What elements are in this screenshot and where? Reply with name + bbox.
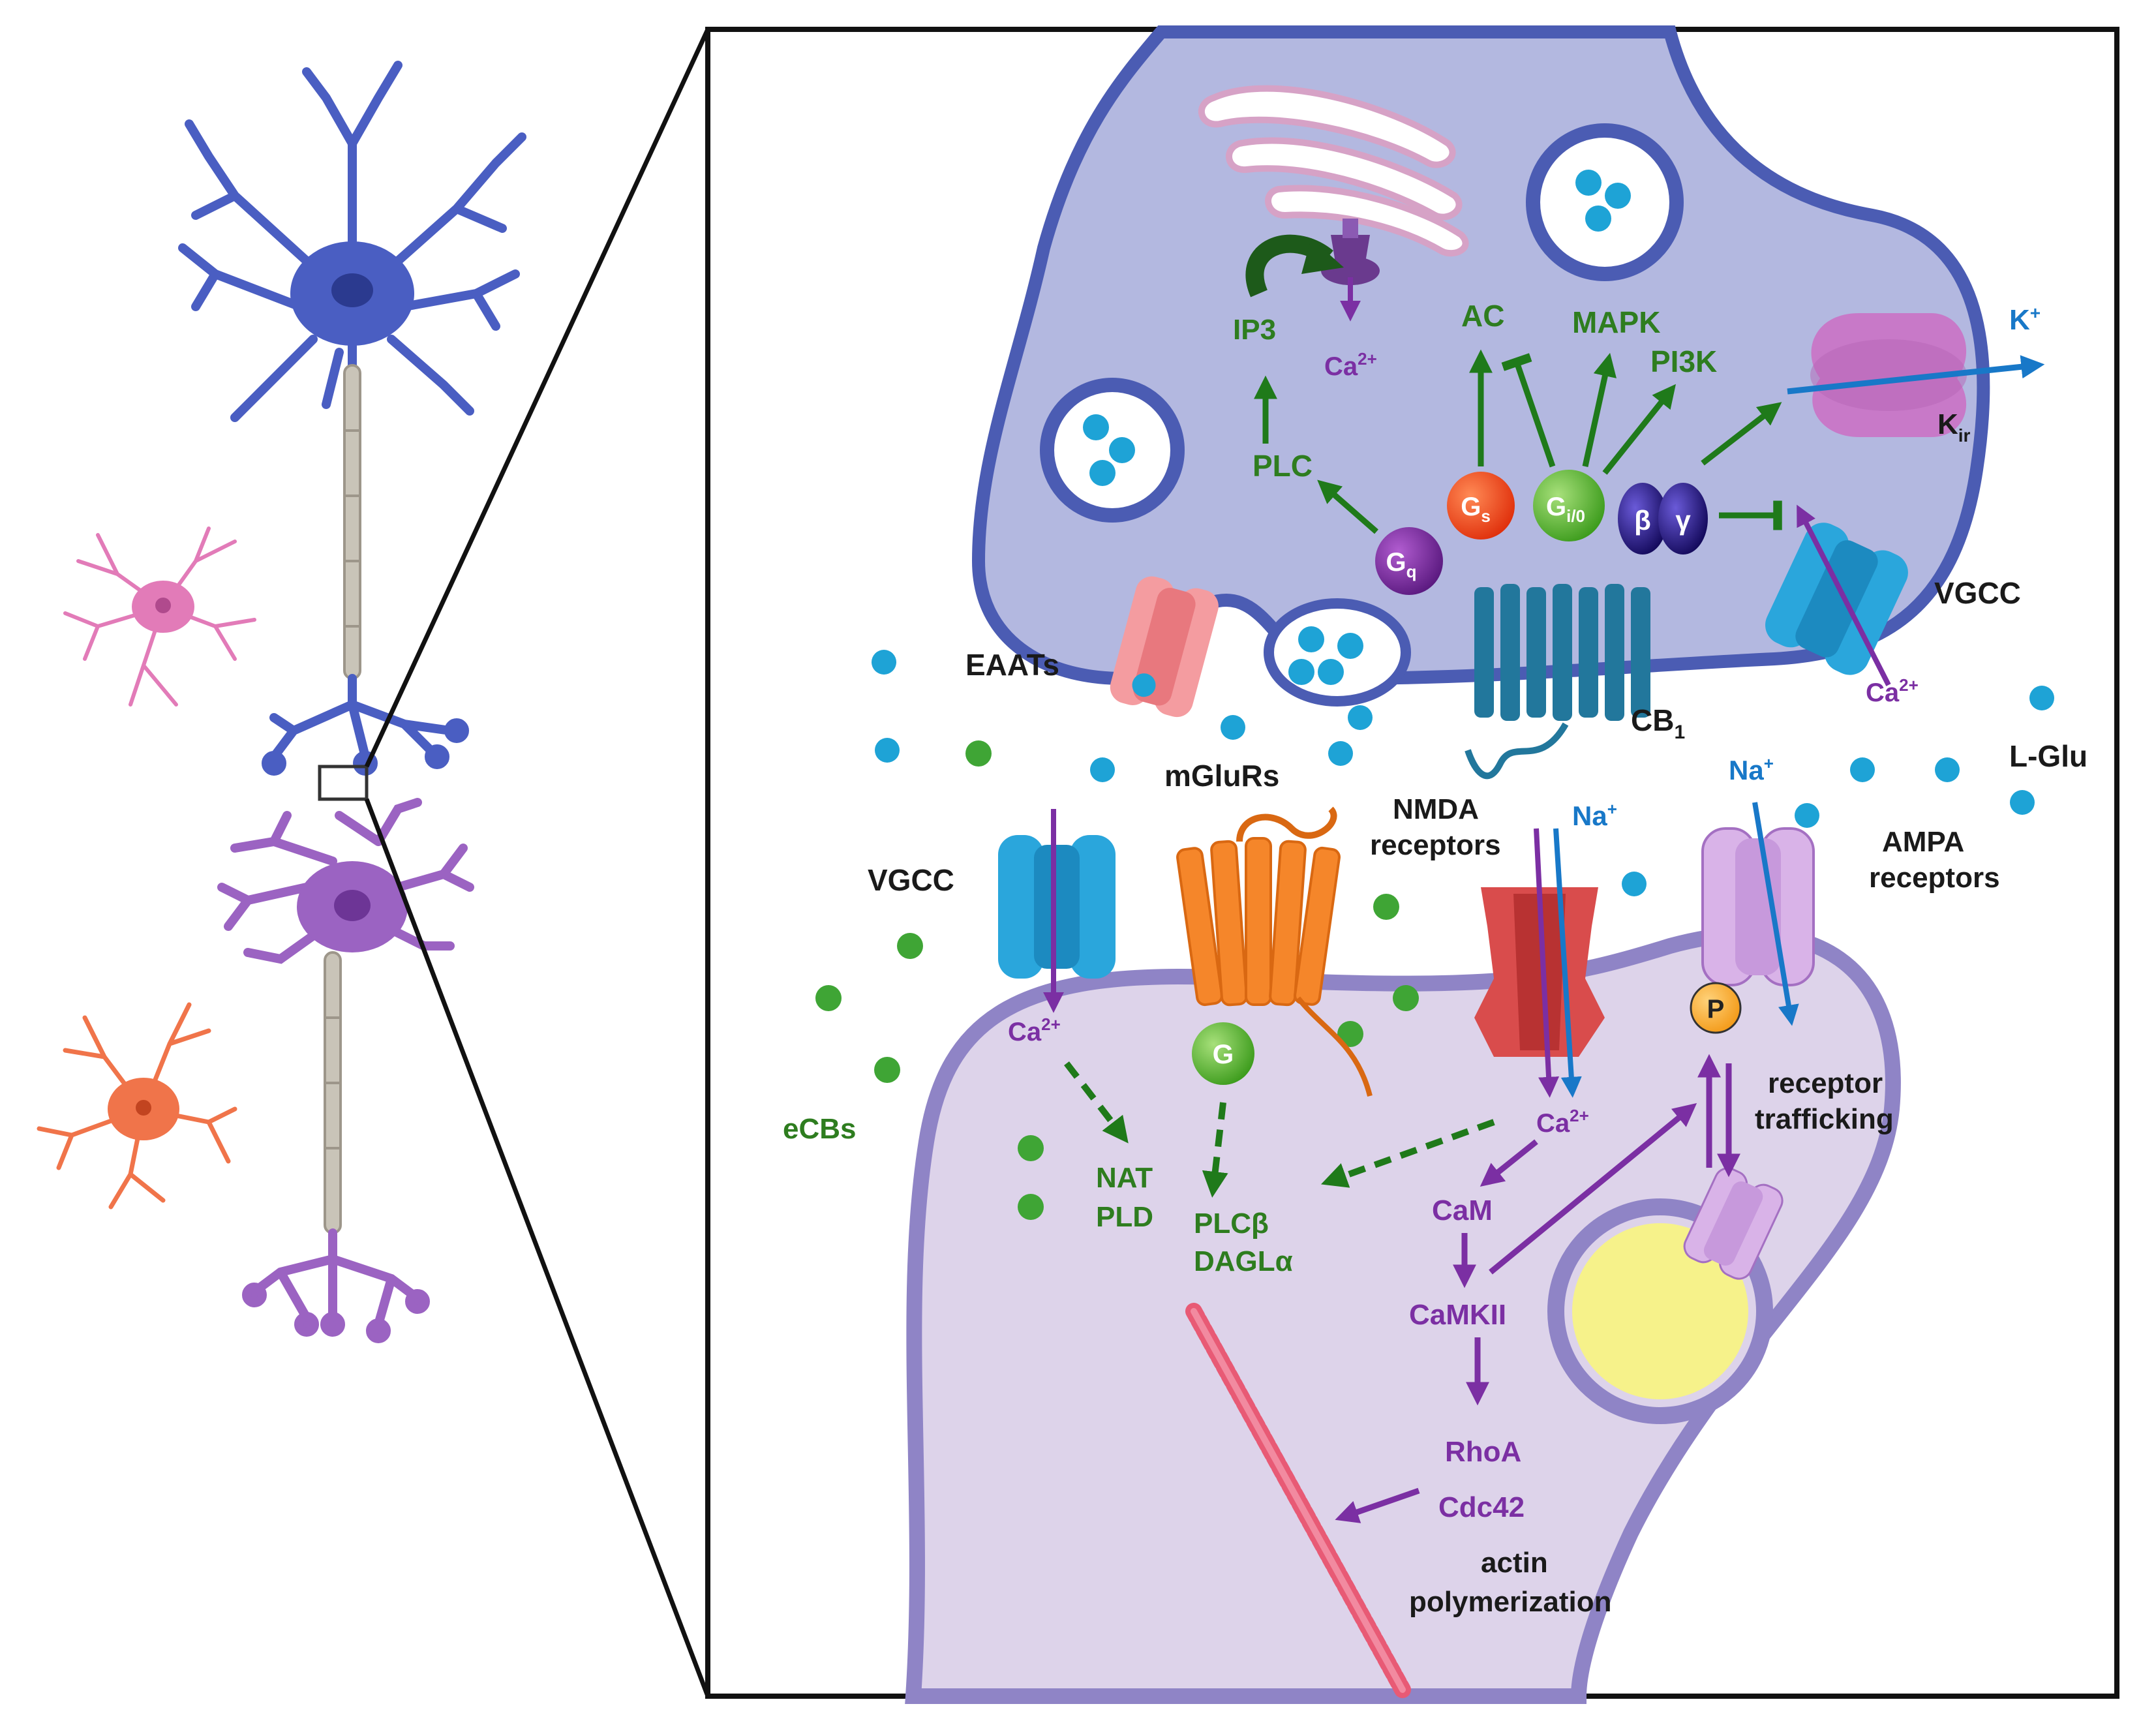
svg-text:Gi/0: Gi/0	[1546, 493, 1585, 526]
post-vgcc-ca-label: Ca2+	[1008, 1014, 1061, 1046]
ampa-na-arrow	[1752, 802, 1799, 1026]
presynaptic-green-arrows	[1254, 349, 1782, 534]
nmda-ca-label: Ca2+	[1536, 1106, 1589, 1138]
post-vgcc-label: VGCC	[868, 863, 954, 897]
kir-label: Kir	[1937, 408, 1971, 446]
svg-text:γ: γ	[1675, 505, 1691, 536]
cdc42-label: Cdc42	[1438, 1491, 1525, 1523]
postsynaptic-neuron-icon	[217, 798, 474, 964]
actin-polymerization-label: polymerization	[1409, 1586, 1612, 1618]
mglur-receptor-icon	[1176, 806, 1373, 1097]
camkii-label: CaMKII	[1409, 1299, 1506, 1331]
actin-filament-icon	[1185, 1303, 1411, 1698]
vesicle-left	[1040, 378, 1185, 523]
beta-gamma-subunit: β γ	[1618, 483, 1708, 555]
svg-text:G: G	[1213, 1039, 1234, 1069]
receptor-trafficking-label: receptor	[1768, 1067, 1883, 1099]
zoom-box	[318, 765, 369, 801]
gs-protein: Gs	[1447, 472, 1515, 540]
plcb-label: PLCβ	[1194, 1208, 1269, 1240]
kir-channel-icon	[1810, 313, 1967, 437]
svg-text:P: P	[1707, 995, 1725, 1024]
svg-text:Gs: Gs	[1461, 493, 1491, 526]
postsynaptic-vgcc-icon	[998, 835, 1116, 979]
postsynaptic-purple-arrows	[1335, 1103, 1697, 1523]
presynaptic-ca-influx-arrow	[1797, 504, 1891, 686]
k-label: K+	[2009, 303, 2041, 336]
svg-text:Gq: Gq	[1386, 548, 1416, 581]
nmda-receptors-label: receptors	[1370, 829, 1501, 861]
gq-protein: Gq	[1375, 527, 1443, 595]
actin-label: actin	[1481, 1547, 1548, 1579]
nmda-na-arrow	[1553, 828, 1582, 1098]
ampa-label: AMPA	[1882, 826, 1964, 858]
ip3-ca-label: Ca2+	[1324, 349, 1377, 381]
na-ampa-label: Na+	[1729, 753, 1774, 785]
pi3k-label: PI3K	[1650, 344, 1717, 378]
postsynaptic-terminal-icon	[242, 1228, 430, 1343]
fusing-vesicle-glutamate	[1288, 626, 1363, 685]
na-nmda-label: Na+	[1572, 799, 1617, 831]
trafficking-arrows	[1697, 1054, 1740, 1178]
nmda-ca-arrow	[1534, 828, 1560, 1098]
mapk-label: MAPK	[1572, 305, 1660, 339]
ip3-label: IP3	[1233, 314, 1276, 346]
eaats-label: EAATs	[965, 648, 1059, 682]
eaat-transporter-icon	[1110, 576, 1219, 718]
pink-glia-icon	[63, 526, 256, 707]
ampa-receptor-icon	[1701, 827, 1815, 986]
presynaptic-vgcc-icon	[1765, 523, 1908, 675]
synapse-panel: Gq Gs Gi/0 β γ IP3 Ca2+	[705, 25, 2119, 1704]
mglurs-label: mGluRs	[1164, 759, 1279, 793]
pre-vgcc-label: VGCC	[1934, 576, 2021, 610]
orange-glia-icon	[37, 1002, 237, 1209]
gi0-protein: Gi/0	[1533, 470, 1605, 541]
endosome-icon	[1547, 1167, 1784, 1424]
glutamate-molecules	[872, 650, 2054, 896]
axon-myelin	[343, 364, 361, 680]
ampa-receptors-label: receptors	[1869, 862, 2000, 894]
postsynaptic-green-dashed-arrows	[1064, 1061, 1495, 1198]
cb1-label: CB1	[1631, 703, 1685, 743]
ecbs-label: eCBs	[783, 1113, 857, 1145]
neuron-overview	[37, 61, 526, 1343]
golgi-apparatus	[1198, 85, 1469, 257]
svg-text:β: β	[1634, 505, 1651, 536]
nmda-label: NMDA	[1393, 793, 1479, 825]
zoom-lines	[364, 28, 710, 1697]
mglur-g-protein: G	[1192, 1022, 1254, 1085]
dagla-label: DAGLα	[1194, 1245, 1293, 1277]
axon-terminal-icon	[262, 674, 469, 776]
cb1-receptor-icon	[1465, 584, 1650, 780]
lglu-label: L-Glu	[2009, 739, 2088, 773]
phospho-badge: P	[1690, 982, 1742, 1034]
plc-label: PLC	[1253, 449, 1313, 483]
postsynaptic-axon	[324, 951, 342, 1234]
cam-label: CaM	[1432, 1194, 1493, 1226]
nmda-receptor-icon	[1474, 887, 1605, 1057]
pld-label: PLD	[1096, 1201, 1153, 1233]
fusing-vesicle	[1264, 598, 1411, 707]
ac-label: AC	[1461, 299, 1504, 333]
rhoa-label: RhoA	[1445, 1436, 1521, 1468]
k-efflux-arrow	[1787, 355, 2045, 395]
trafficking-label: trafficking	[1755, 1103, 1894, 1135]
ecb-molecules	[815, 740, 1419, 1220]
vesicle-top-right	[1526, 123, 1684, 281]
presynaptic-neuron-icon	[178, 61, 526, 422]
nat-label: NAT	[1096, 1162, 1153, 1194]
pre-ca-label: Ca2+	[1866, 675, 1919, 707]
